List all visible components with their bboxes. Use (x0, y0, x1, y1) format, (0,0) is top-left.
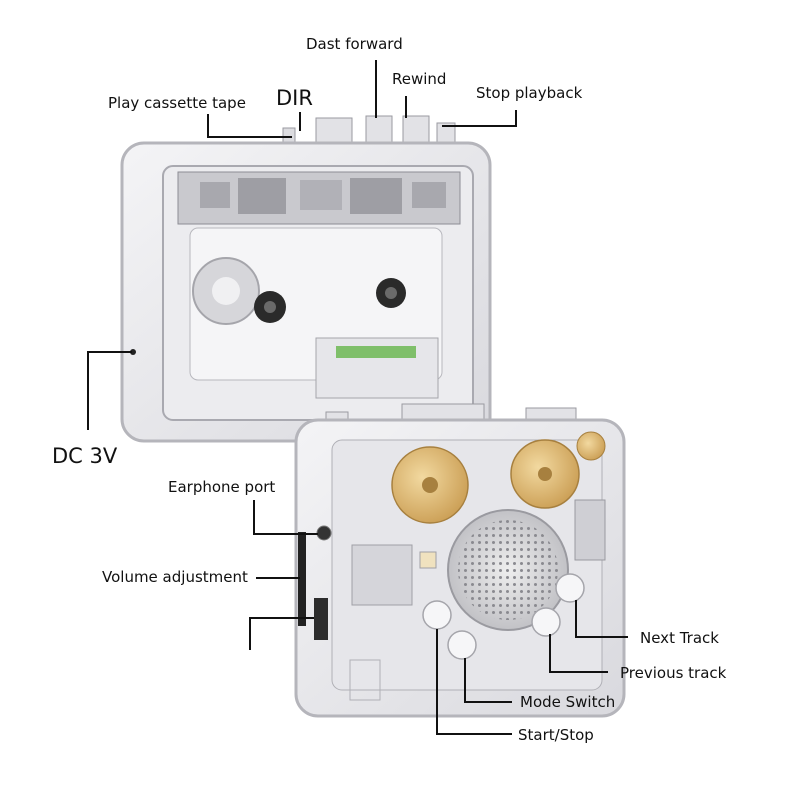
label-start-stop: Start/Stop (518, 726, 594, 744)
line-mode-switch (464, 658, 512, 703)
label-fast-forward: Dast forward (306, 35, 403, 53)
dc-jack (130, 349, 136, 355)
label-stop-playback: Stop playback (476, 84, 583, 102)
line-play-cassette (207, 114, 292, 138)
mode-switch-button (447, 630, 477, 660)
line-earphone (253, 500, 318, 535)
line-next-track (575, 600, 628, 638)
callout-lines (87, 60, 628, 735)
fast-forward-button (365, 115, 393, 145)
usb-port (314, 598, 328, 640)
play-button (315, 117, 353, 147)
label-dir: DIR (276, 86, 313, 110)
volume-wheel (298, 532, 306, 626)
label-dc: DC 3V (52, 444, 118, 468)
battery-spring (349, 659, 381, 701)
line-usb (249, 617, 314, 650)
line-stop-playback (442, 110, 517, 127)
label-mode-switch: Mode Switch (520, 693, 616, 711)
line-dc (87, 351, 132, 430)
player-back (294, 403, 626, 718)
tape-head (336, 346, 416, 358)
line-previous-track (549, 634, 608, 673)
rewind-button (402, 115, 430, 145)
label-rewind: Rewind (392, 70, 447, 88)
pulley-small (576, 431, 606, 461)
label-earphone: Earphone port (168, 478, 276, 496)
label-next-track: Next Track (640, 629, 719, 647)
label-play-cassette: Play cassette tape (108, 94, 246, 112)
start-stop-button (422, 600, 452, 630)
earphone-jack (316, 525, 332, 541)
label-volume: Volume adjustment (102, 568, 248, 586)
next-track-button (555, 573, 585, 603)
speaker-grille (458, 520, 558, 620)
line-start-stop (436, 629, 512, 735)
circuit-board (351, 544, 413, 606)
label-previous-track: Previous track (620, 664, 727, 682)
previous-track-button (531, 607, 561, 637)
player-front (120, 115, 492, 443)
